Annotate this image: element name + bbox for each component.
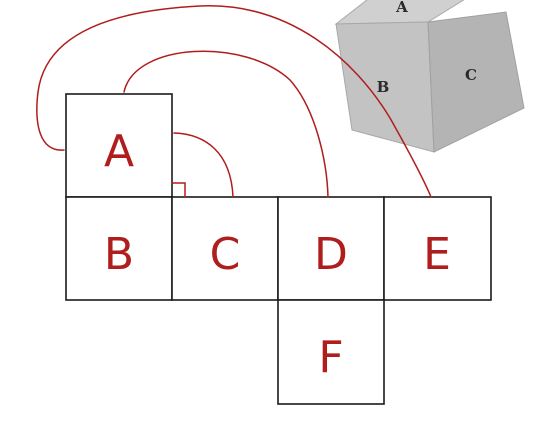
net-label-d: D	[314, 229, 348, 280]
net-label-b: B	[104, 229, 134, 280]
edge-annotations	[36, 5, 432, 198]
cube-net: A B C D E F	[65, 93, 492, 405]
cube-illustration: A B C	[334, 0, 525, 153]
net-face-d	[277, 196, 385, 301]
arc-a-to-e	[36, 5, 432, 198]
net-label-a: A	[104, 126, 134, 177]
net-face-f	[277, 299, 385, 405]
cube-label-right: C	[465, 66, 477, 84]
cube-face-right	[427, 11, 525, 153]
arc-a-to-c	[173, 132, 234, 198]
arc-a-to-d	[123, 50, 329, 198]
net-face-c	[171, 196, 279, 301]
net-face-b	[65, 196, 173, 301]
net-label-f: F	[318, 332, 343, 383]
net-face-e	[383, 196, 492, 301]
cube-label-top: A	[395, 0, 408, 16]
net-label-e: E	[423, 229, 451, 280]
cube-label-left: B	[377, 78, 390, 96]
net-face-a	[65, 93, 173, 198]
net-label-c: C	[210, 229, 241, 280]
right-angle-marker	[171, 182, 186, 198]
